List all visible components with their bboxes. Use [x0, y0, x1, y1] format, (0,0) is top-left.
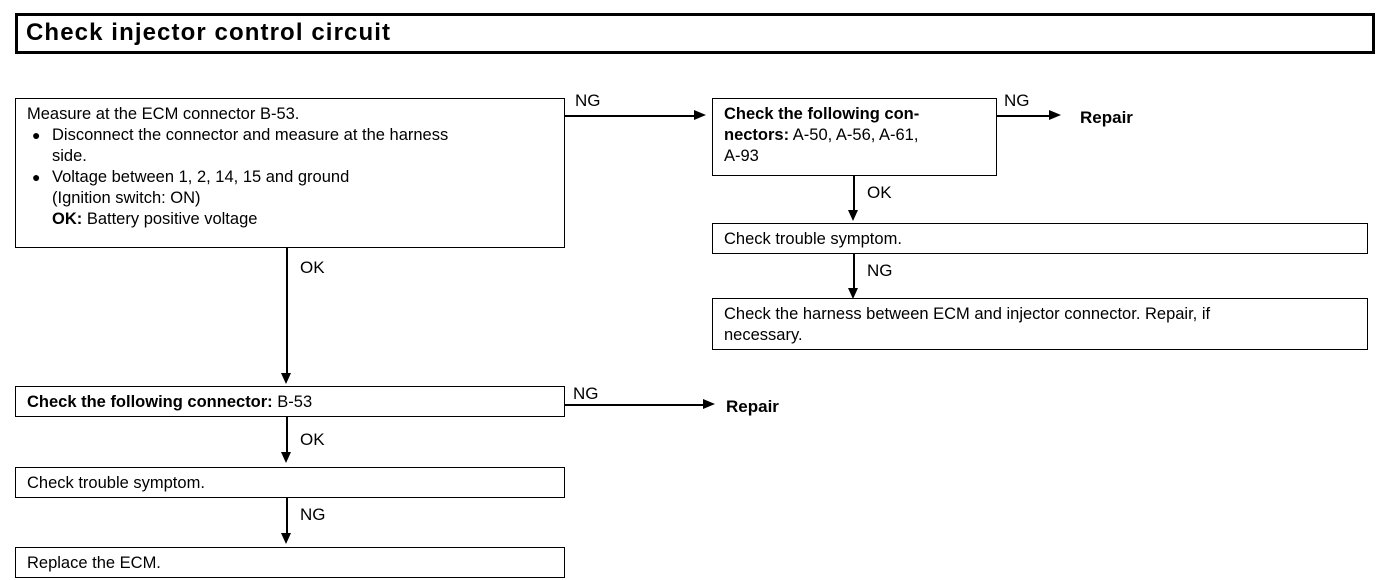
- bullet-line: side.: [52, 147, 87, 165]
- box-check-harness-line1: Check the harness between ECM and inject…: [724, 305, 1211, 323]
- edge-arrow-ng-to-harness: [848, 288, 858, 299]
- connector-b-value: B-53: [272, 393, 313, 411]
- edge-label-ng-1: NG: [575, 91, 601, 110]
- ok-criteria: OK: Battery positive voltage: [52, 209, 556, 230]
- box-check-harness-line2: necessary.: [724, 326, 803, 344]
- edge-label-ng-4: NG: [573, 384, 599, 403]
- page-title: Check injector control circuit: [26, 19, 392, 46]
- connectors-a-label: nectors:: [724, 126, 790, 144]
- box-replace-ecm: Replace the ECM.: [15, 547, 565, 578]
- bullet-line: Disconnect the connector and measure at …: [52, 126, 449, 144]
- box-measure-ecm: Measure at the ECM connector B-53. ● Dis…: [15, 98, 565, 248]
- edge-line-ng-to-harness: [853, 254, 855, 288]
- edge-arrow-ok-to-symptom-right: [848, 210, 858, 221]
- bullet-text: Voltage between 1, 2, 14, 15 and ground …: [52, 167, 556, 230]
- edge-arrow-ng-to-repair-bottom: [703, 399, 715, 409]
- edge-arrow-ok-to-symptom-left: [281, 452, 291, 463]
- box-measure-ecm-heading: Measure at the ECM connector B-53.: [27, 105, 300, 123]
- title-bar: [15, 13, 1375, 54]
- connector-b-label: Check the following connector:: [27, 393, 273, 411]
- bullet-item-disconnect: ● Disconnect the connector and measure a…: [27, 125, 556, 167]
- edge-arrow-ng-to-repair-top: [1049, 110, 1061, 120]
- edge-line-ok-to-symptom-right: [853, 176, 855, 210]
- box-check-symptom-left: Check trouble symptom.: [15, 467, 565, 498]
- bullet-item-voltage: ● Voltage between 1, 2, 14, 15 and groun…: [27, 167, 556, 230]
- box-check-symptom-right: Check trouble symptom.: [712, 223, 1368, 254]
- edge-label-ng-2: NG: [1004, 91, 1030, 110]
- terminal-repair-bottom: Repair: [726, 397, 779, 416]
- edge-arrow-ng-to-replace-ecm: [281, 533, 291, 544]
- box-check-connectors-a: Check the following con- nectors: A-50, …: [712, 98, 997, 176]
- box-check-symptom-left-text: Check trouble symptom.: [27, 474, 205, 492]
- edge-line-ok-to-symptom-left: [286, 417, 288, 452]
- edge-line-ok-to-connector-b: [286, 248, 288, 373]
- edge-label-ng-5: NG: [300, 505, 326, 524]
- bullet-marker: ●: [32, 127, 41, 143]
- box-check-connector-b: Check the following connector: B-53: [15, 386, 565, 417]
- box-check-connectors-a-line1: Check the following con-: [724, 105, 920, 123]
- edge-line-ng-to-repair-bottom: [565, 404, 710, 406]
- connectors-a-value: A-50, A-56, A-61,: [789, 126, 919, 144]
- box-check-symptom-right-text: Check trouble symptom.: [724, 230, 902, 248]
- box-check-connector-b-text: Check the following connector: B-53: [27, 392, 556, 413]
- bullet-line: (Ignition switch: ON): [52, 189, 201, 207]
- edge-label-ok-2: OK: [867, 183, 892, 202]
- terminal-repair-top: Repair: [1080, 108, 1133, 127]
- box-replace-ecm-text: Replace the ECM.: [27, 554, 161, 572]
- bullet-marker: ●: [32, 169, 41, 185]
- edge-arrow-ng-to-connectors-a: [694, 110, 706, 120]
- edge-label-ng-3: NG: [867, 261, 893, 280]
- box-check-connectors-a-line2: nectors: A-50, A-56, A-61,: [724, 125, 988, 146]
- bullet-line: Voltage between 1, 2, 14, 15 and ground: [52, 168, 350, 186]
- edge-line-ng-to-repair-top: [997, 115, 1049, 117]
- edge-line-ng-to-connectors-a: [565, 115, 694, 117]
- ok-criteria-value: Battery positive voltage: [82, 210, 258, 228]
- box-check-harness: Check the harness between ECM and inject…: [712, 298, 1368, 350]
- edge-label-ok-3: OK: [300, 430, 325, 449]
- box-check-connectors-a-line3: A-93: [724, 147, 759, 165]
- ok-criteria-prefix: OK:: [52, 210, 83, 228]
- bullet-text: Disconnect the connector and measure at …: [52, 125, 556, 167]
- edge-label-ok-1: OK: [300, 258, 325, 277]
- edge-line-ng-to-replace-ecm: [286, 498, 288, 533]
- edge-arrow-ok-to-connector-b: [281, 373, 291, 384]
